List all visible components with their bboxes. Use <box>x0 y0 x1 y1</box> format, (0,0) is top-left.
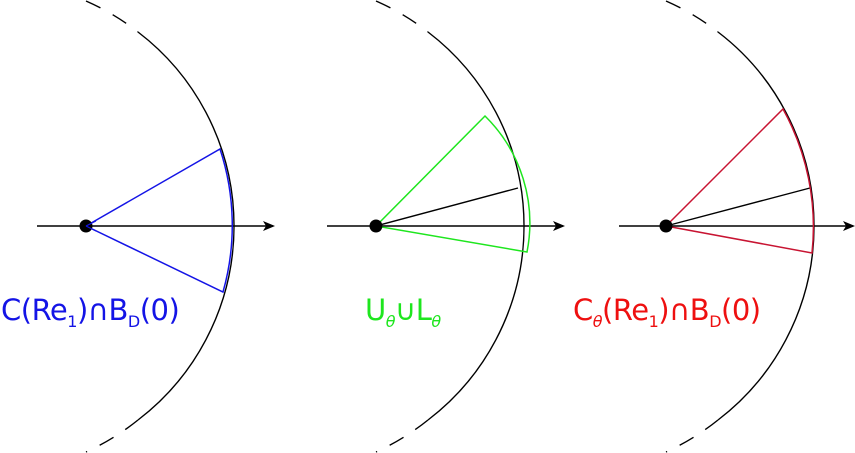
label-text: C <box>573 293 593 327</box>
label-text: (0) <box>721 293 761 327</box>
label-text: )∩B <box>76 293 128 327</box>
label-theta-cone-intersection-ball: Cθ(Re1)∩BD(0) <box>573 296 761 330</box>
panel-2 <box>327 0 565 453</box>
panel-3 <box>619 0 855 453</box>
label-text: (Re <box>602 293 649 327</box>
ball-boundary-dashed-bottom <box>375 419 429 453</box>
origin-point <box>659 219 673 233</box>
label-text: U <box>365 293 386 327</box>
label-text: ∪L <box>395 293 432 327</box>
ball-boundary-dashed-top <box>665 0 719 33</box>
label-subscript: 1 <box>648 312 659 331</box>
cone-sector <box>84 147 233 294</box>
ball-boundary-dashed-bottom <box>665 419 719 453</box>
direction-ray <box>665 187 811 227</box>
ball-boundary-dashed-top <box>375 0 429 33</box>
label-subscript: θ <box>385 312 396 331</box>
direction-ray <box>375 187 519 227</box>
label-text: (0) <box>139 293 180 327</box>
panel-1 <box>37 0 275 453</box>
label-subscript: D <box>709 312 722 331</box>
label-text: )∩B <box>658 293 710 327</box>
label-subscript: θ <box>592 312 603 331</box>
label-subscript: 1 <box>67 312 77 331</box>
union-sector <box>374 114 531 253</box>
label-subscript: θ <box>431 312 441 331</box>
label-upper-lower-union: Uθ∪Lθ <box>365 296 441 330</box>
origin-point <box>369 219 383 233</box>
ball-boundary-dashed-bottom <box>85 419 139 453</box>
label-subscript: D <box>127 312 140 331</box>
theta-cone-sector <box>664 107 815 254</box>
label-cone-intersection-ball: C(Re1)∩BD(0) <box>1 293 180 331</box>
label-text: C(Re <box>1 293 68 327</box>
ball-boundary-dashed-top <box>85 0 139 33</box>
